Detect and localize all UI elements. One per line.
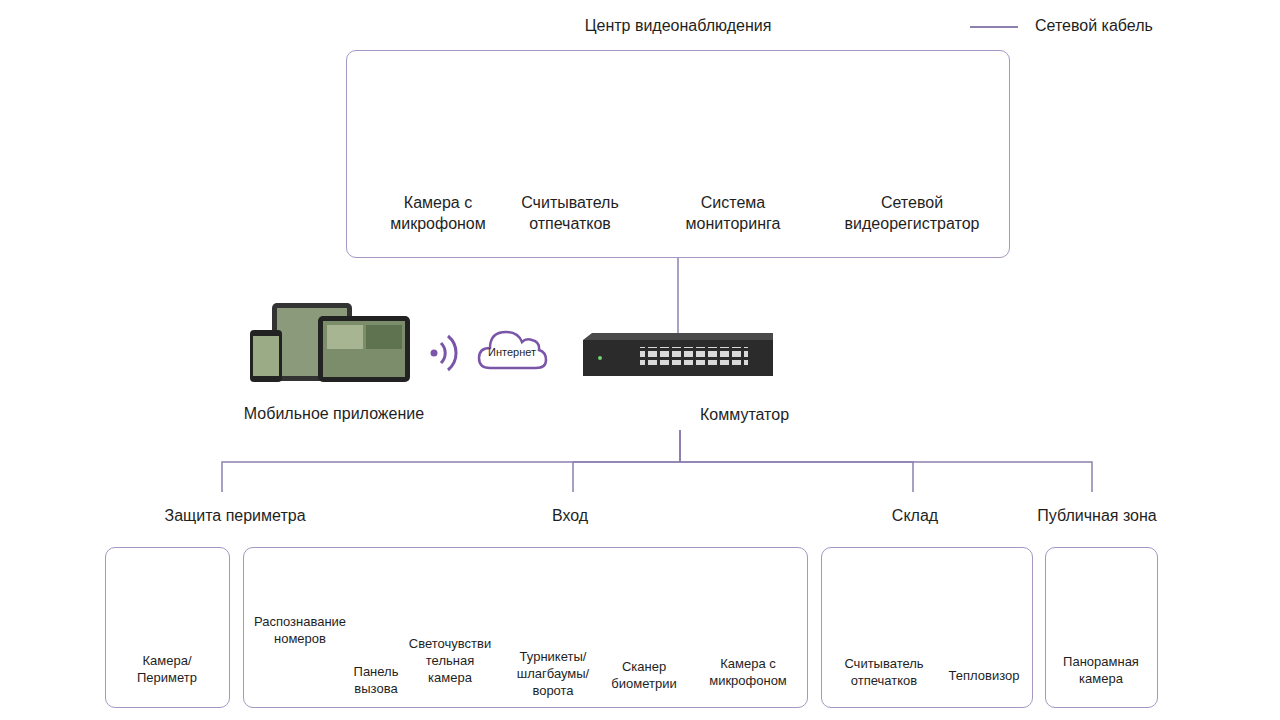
- network-switch: Коммутатор: [583, 333, 800, 430]
- internet-cloud: Интернет: [476, 322, 548, 376]
- switch-icon: [598, 356, 602, 360]
- device-caption: Камера/ Периметр: [122, 653, 212, 687]
- mobile-devices-icon: [366, 325, 402, 349]
- switch-caption: Коммутатор: [700, 405, 789, 426]
- network-cable: [573, 430, 680, 492]
- device-caption: Мобильное приложение: [214, 404, 454, 425]
- network-cable: [222, 430, 680, 492]
- device-caption: Камера с микрофоном: [378, 193, 498, 235]
- device-caption: Турникеты/ шлагбаумы/ ворота: [511, 649, 595, 700]
- mobile-devices-icon: [250, 330, 282, 382]
- legend-line-sample: [970, 26, 1018, 28]
- cloud-label: Интернет: [488, 345, 536, 359]
- text-holder: Панорамная камера: [1053, 654, 1149, 688]
- text-holder: Интернет: [476, 325, 548, 379]
- device-caption: Система мониторинга: [673, 193, 793, 235]
- text-holder: Коммутатор: [700, 405, 789, 426]
- wireless-symbol: [441, 343, 445, 363]
- text-holder: Считыватель отпечатков: [836, 656, 932, 690]
- network-cable: [680, 430, 913, 492]
- device-caption: Сканер биометрии: [606, 659, 682, 693]
- device-caption: Тепловизор: [944, 668, 1024, 685]
- mobile-devices-icon: [327, 325, 363, 349]
- switch-icon: [583, 340, 773, 376]
- wireless-symbol: [431, 336, 457, 370]
- text-holder: Сетевой видеорегистратор: [822, 193, 1002, 235]
- wireless-symbol: [431, 350, 438, 357]
- device-caption: Распознавание номеров: [244, 614, 356, 648]
- text-holder: Светочувстви тельная камера: [404, 636, 496, 687]
- network-cable: [680, 430, 1092, 492]
- text-holder: Считыватель отпечатков: [510, 193, 630, 235]
- text-holder: Публичная зона: [1037, 506, 1156, 527]
- device-caption: Считыватель отпечатков: [510, 193, 630, 235]
- device-caption: Панель вызова: [348, 664, 404, 698]
- zone-heading: Защита периметра: [164, 506, 305, 527]
- device-caption: Сетевой видеорегистратор: [822, 193, 1002, 235]
- text-holder: Турникеты/ шлагбаумы/ ворота: [511, 649, 595, 700]
- mobile-devices-icon: [250, 303, 410, 382]
- text-holder: Защита периметра: [164, 506, 305, 527]
- cloud-outline: [479, 332, 546, 368]
- switch-icon: [640, 347, 748, 365]
- text-holder: Склад: [892, 506, 938, 527]
- text-holder: Тепловизор: [944, 668, 1024, 685]
- text-holder: Сканер биометрии: [606, 659, 682, 693]
- text-holder: Вход: [552, 506, 588, 527]
- switch-icon: [583, 333, 773, 376]
- device-caption: Камера с микрофоном: [700, 656, 796, 690]
- device-caption: Светочувстви тельная камера: [404, 636, 496, 687]
- text-holder: Распознавание номеров: [244, 614, 356, 648]
- mobile-devices-icon: [253, 336, 279, 376]
- zone-heading: Публичная зона: [1037, 506, 1156, 527]
- text-holder: Мобильное приложение: [214, 404, 454, 425]
- text-holder: Панель вызова: [348, 664, 404, 698]
- legend-text: Сетевой кабель: [1035, 16, 1153, 37]
- device-caption: Панорамная камера: [1053, 654, 1149, 688]
- mobile-devices-icon: [323, 321, 405, 377]
- network-cable: [677, 258, 679, 333]
- text-holder: Камера с микрофоном: [378, 193, 498, 235]
- text-holder: Камера/ Периметр: [122, 653, 212, 687]
- zone-heading: Склад: [892, 506, 938, 527]
- zone-heading: Вход: [552, 506, 588, 527]
- switch-icon: [583, 333, 773, 340]
- text-holder: Камера с микрофоном: [700, 656, 796, 690]
- text-holder: Система мониторинга: [673, 193, 793, 235]
- group-heading: Центр видеонаблюдения: [585, 16, 772, 37]
- mobile-devices-icon: [318, 316, 410, 382]
- device-caption: Считыватель отпечатков: [836, 656, 932, 690]
- wireless-symbol: [448, 336, 456, 370]
- text-holder: Центр видеонаблюдения: [585, 16, 772, 37]
- text-holder: Сетевой кабель: [1035, 16, 1153, 37]
